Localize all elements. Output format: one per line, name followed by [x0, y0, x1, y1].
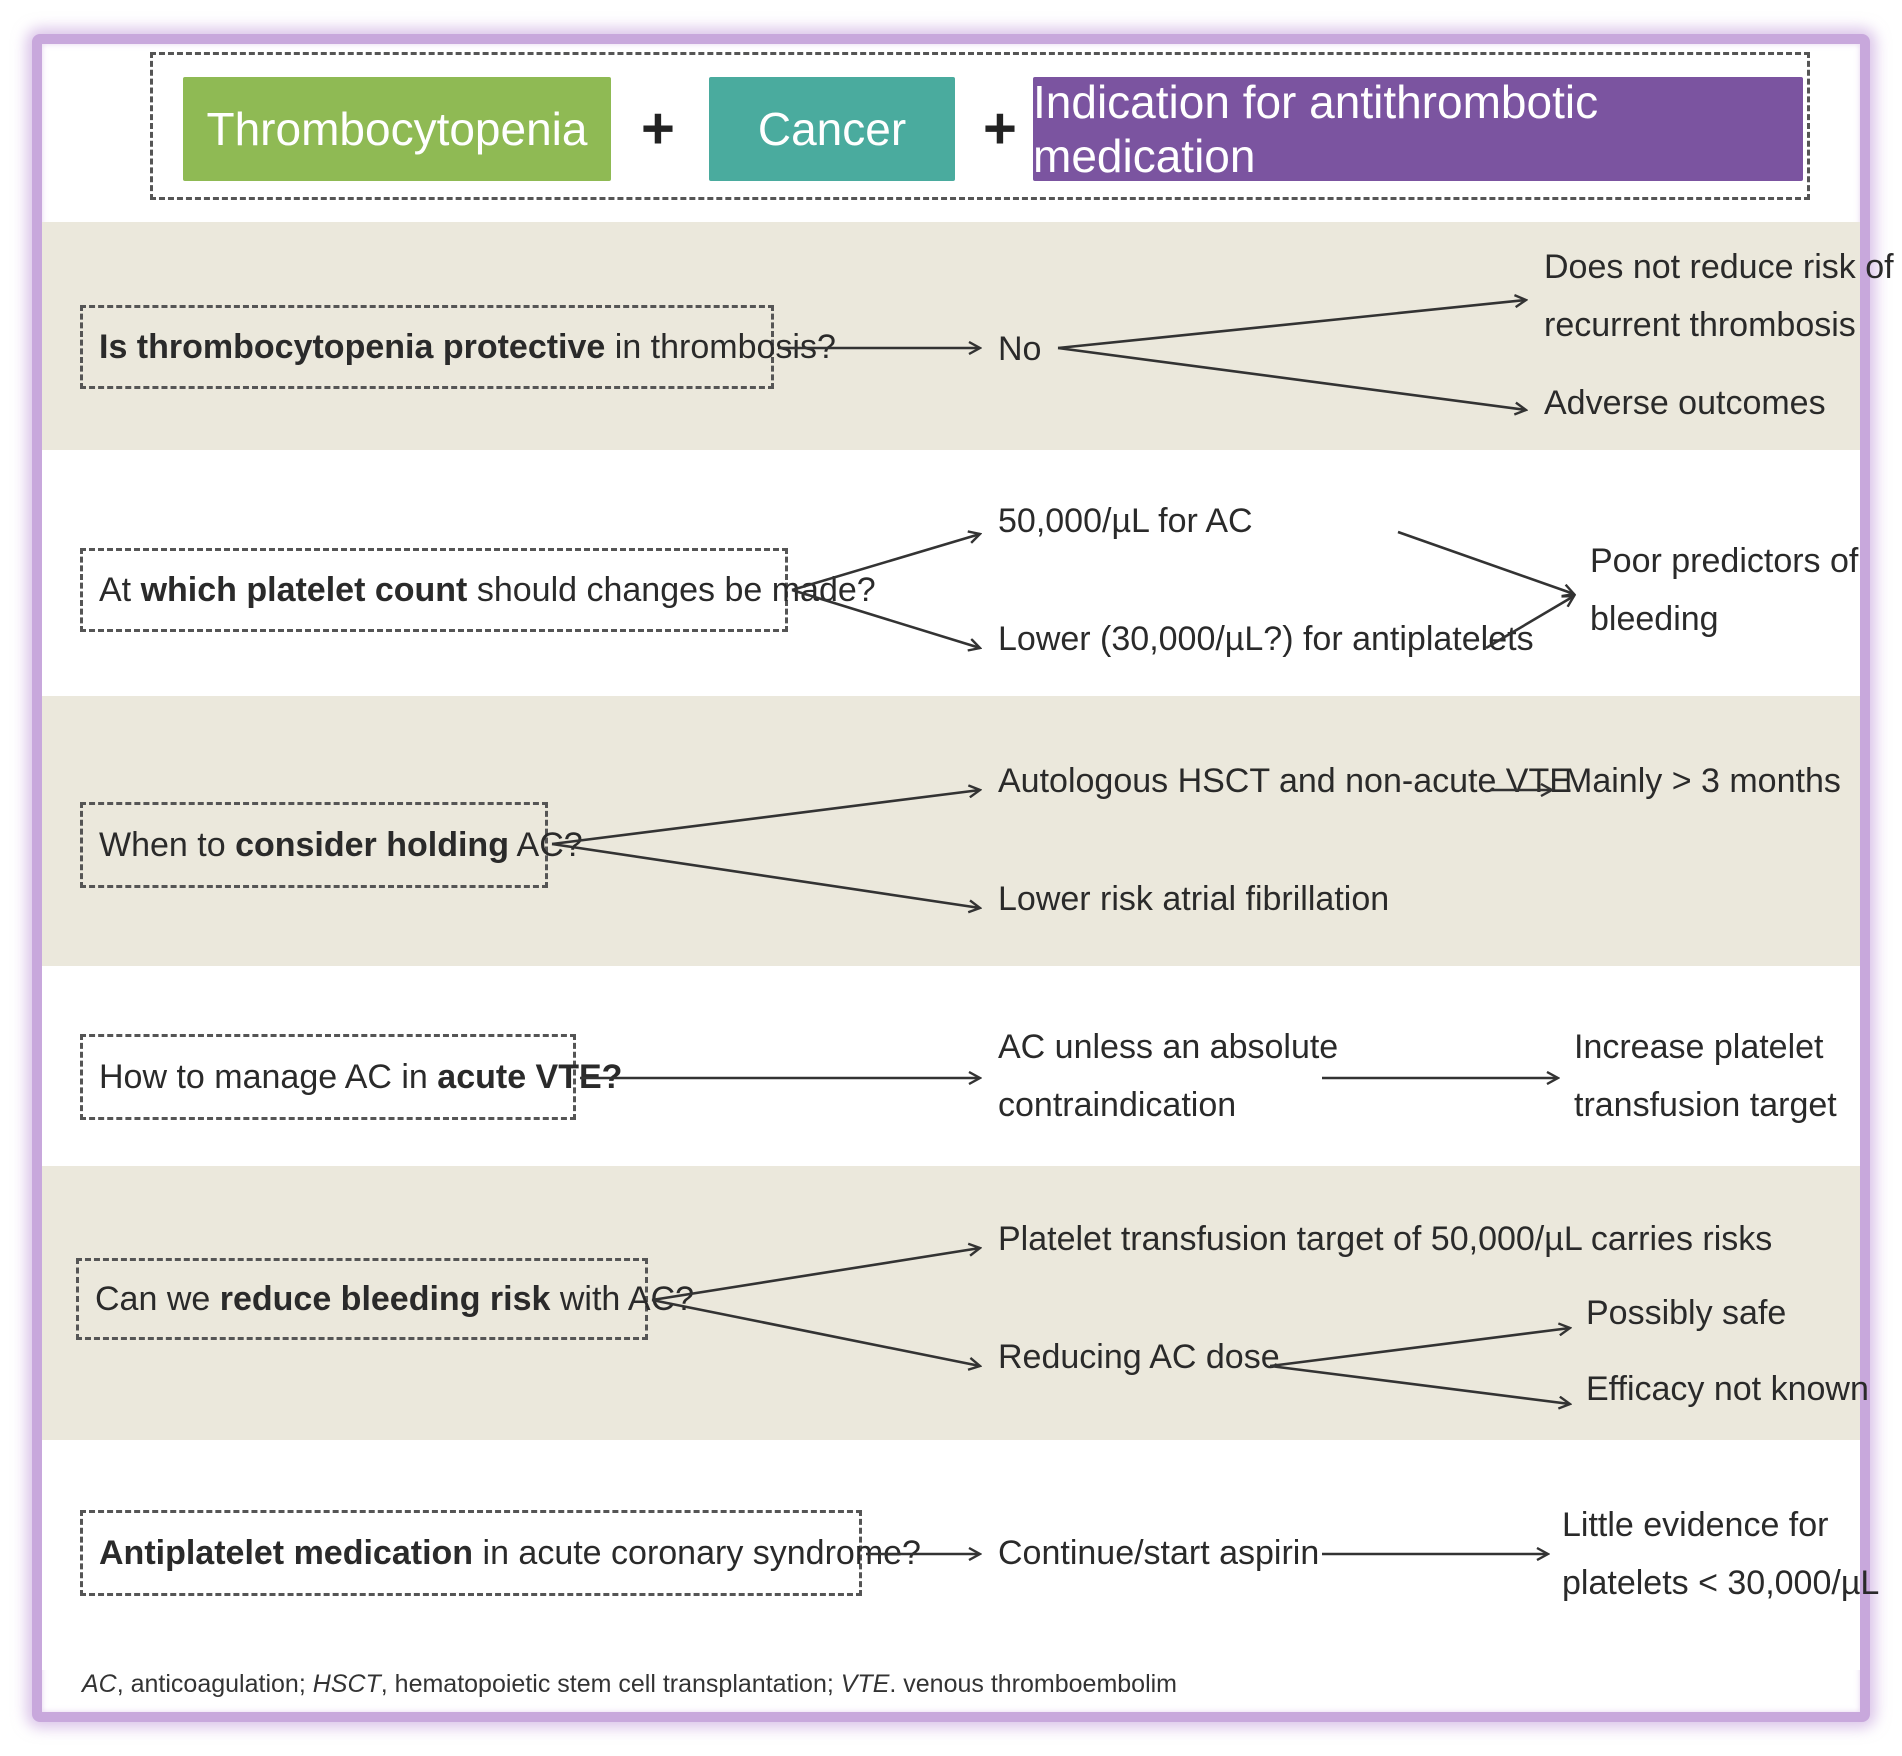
thrombocytopenia-label: Thrombocytopenia — [206, 103, 588, 155]
answer-autologous-hsct: Autologous HSCT and non-acute VTE — [998, 762, 1572, 800]
diagram-frame: Thrombocytopenia + Cancer + Indication f… — [32, 34, 1894, 1722]
outcome-mainly-3-months: Mainly > 3 months — [1564, 762, 1841, 800]
question-thrombocytopenia-protective: Is thrombocytopenia protective in thromb… — [80, 305, 836, 389]
arrow — [1397, 530, 1574, 594]
question-text: should changes be made? — [467, 570, 876, 609]
antithrombotic-indication-label: Indication for antithrombotic medication — [1033, 76, 1599, 182]
outcome-increase-transfusion-target: Increase platelet transfusion target — [1574, 1028, 1837, 1124]
answer-continue-aspirin: Continue/start aspirin — [998, 1534, 1320, 1572]
question-bold: Antiplatelet medication — [99, 1533, 474, 1572]
question-text: AC? — [508, 825, 583, 864]
arrow — [551, 842, 980, 908]
outcome-no-risk-reduction: Does not reduce risk of recurrent thromb… — [1544, 248, 1894, 344]
thrombocytopenia-pill: Thrombocytopenia — [183, 77, 611, 181]
question-consider-holding: When to consider holding AC? — [80, 802, 583, 888]
arrow — [651, 1298, 980, 1366]
outcome-possibly-safe: Possibly safe — [1586, 1294, 1787, 1332]
question-text: When to — [99, 825, 236, 864]
question-platelet-count: At which platelet count should changes b… — [80, 548, 876, 632]
question-bold: consider holding — [235, 825, 509, 864]
answer-lower-risk-af: Lower risk atrial fibrillation — [998, 880, 1390, 918]
footnote-term: HSCT — [312, 1670, 381, 1698]
plus-sign: + — [641, 96, 675, 161]
arrow — [1269, 1328, 1570, 1368]
question-text: At — [99, 570, 141, 609]
plus-sign: + — [983, 96, 1017, 161]
outcome-adverse: Adverse outcomes — [1544, 384, 1826, 422]
question-antiplatelet-acs: Antiplatelet medication in acute coronar… — [80, 1510, 921, 1596]
answer-ac-unless-contraindication: AC unless an absolute contraindication — [998, 1028, 1339, 1124]
footnote-term: VTE — [840, 1670, 890, 1698]
row-band-5 — [42, 1166, 1860, 1440]
row-band-1 — [42, 222, 1860, 450]
question-text: in thrombosis? — [605, 327, 836, 366]
cancer-pill: Cancer — [709, 77, 955, 181]
question-bold: which platelet count — [140, 570, 468, 609]
footnote-text: , anticoagulation; — [116, 1670, 313, 1698]
question-bold: Is thrombocytopenia protective — [99, 327, 606, 366]
footnote-text: . venous thromboembolim — [889, 1670, 1178, 1698]
arrow — [551, 790, 980, 846]
arrow — [1057, 346, 1526, 410]
answer-transfusion-target-risks: Platelet transfusion target of 50,000/µL… — [998, 1220, 1773, 1258]
outcome-little-evidence: Little evidence for platelets < 30,000/µ… — [1562, 1506, 1880, 1602]
footnote-term: AC — [82, 1670, 117, 1698]
question-bold: reduce bleeding risk — [219, 1279, 551, 1318]
outcome-efficacy-not-known: Efficacy not known — [1586, 1370, 1869, 1408]
header-box: Thrombocytopenia + Cancer + Indication f… — [150, 52, 1810, 200]
answer-no: No — [998, 330, 1042, 368]
arrow — [1057, 300, 1526, 350]
question-text: in acute coronary syndrome? — [473, 1533, 921, 1572]
cancer-label: Cancer — [757, 103, 907, 155]
row-band-4 — [42, 966, 1860, 1166]
question-acute-vte: How to manage AC in acute VTE? — [80, 1034, 622, 1120]
arrow — [791, 534, 980, 592]
arrow — [791, 588, 980, 648]
footnote-text: , hematopoietic stem cell transplantatio… — [380, 1670, 841, 1698]
arrow — [1485, 596, 1574, 650]
antithrombotic-indication-pill: Indication for antithrombotic medication — [1033, 76, 1803, 182]
answer-reducing-ac-dose: Reducing AC dose — [998, 1338, 1280, 1376]
connector-arrows — [551, 44, 1860, 1712]
question-text: How to manage AC in — [99, 1057, 438, 1096]
abbreviations-footnote: AC, anticoagulation; HSCT, hematopoietic… — [82, 1670, 1177, 1699]
question-bold: acute VTE? — [437, 1057, 623, 1096]
outcome-poor-predictors: Poor predictors of bleeding — [1590, 542, 1859, 638]
row-band-2 — [42, 450, 1860, 696]
answer-50000-ac: 50,000/µL for AC — [998, 502, 1253, 540]
question-text: Can we — [95, 1279, 220, 1318]
question-reduce-bleeding-risk: Can we reduce bleeding risk with AC? — [76, 1258, 694, 1340]
arrow — [1269, 1364, 1570, 1404]
answer-lower-antiplatelets: Lower (30,000/µL?) for antiplatelets — [998, 620, 1534, 658]
arrow — [651, 1248, 980, 1302]
row-band-3 — [42, 696, 1860, 966]
